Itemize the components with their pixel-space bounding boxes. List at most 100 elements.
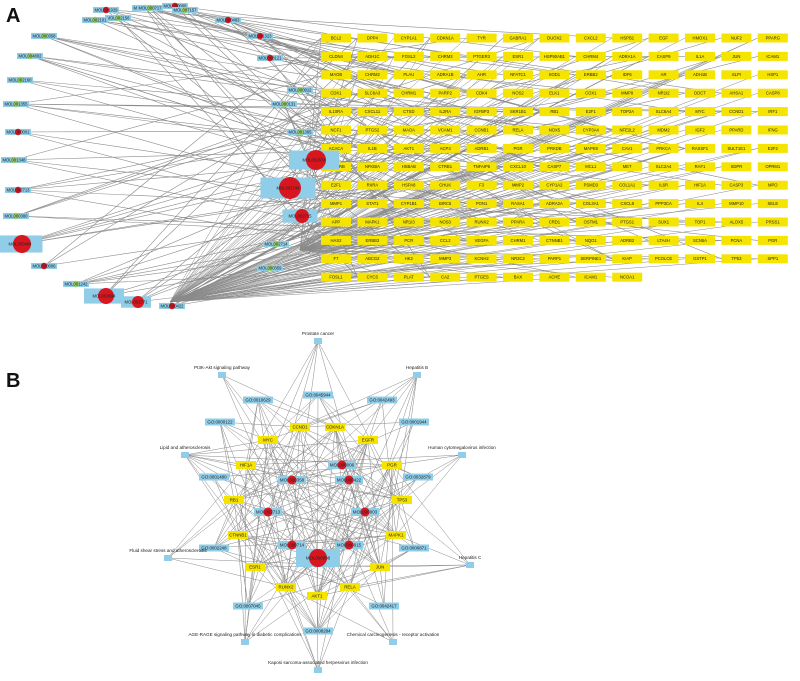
target-box: [430, 180, 461, 190]
target-node: PCNA: [721, 235, 752, 245]
target-label: RASSF1: [692, 146, 709, 151]
target-node: ADRB1: [466, 143, 497, 153]
molecule-node: MOL000131: [271, 100, 297, 108]
target-node: MMP1: [321, 199, 351, 209]
edge: [245, 464, 350, 546]
edge: [15, 74, 467, 217]
target-label: NR1I3: [403, 219, 416, 224]
molecule-label: MOL008121: [258, 55, 282, 60]
target-label: HMOX1: [693, 35, 709, 40]
pathway-label: AGE-RAGE signaling pathway in diabetic c…: [188, 632, 302, 637]
target-node: IL2RA: [430, 107, 461, 117]
target-box: [321, 199, 351, 209]
target-node: ADRB2: [612, 235, 643, 245]
gene-node: RELA: [340, 583, 360, 591]
edge: [174, 5, 576, 57]
go-term-node: GO:0001480: [199, 473, 229, 481]
target-node: PPARA: [503, 217, 533, 227]
gene-box: [340, 583, 360, 591]
target-node: IRF1: [757, 107, 788, 117]
target-label: ALOX5: [730, 219, 744, 224]
target-box: [612, 180, 643, 190]
gene-label: MYC: [263, 437, 273, 442]
target-box: [575, 199, 606, 209]
edge: [169, 221, 322, 303]
edge: [285, 586, 319, 671]
molecule-node: MOL002156: [105, 14, 131, 22]
target-node: RUNX2: [466, 217, 497, 227]
target-label: MCL1: [585, 164, 597, 169]
target-label: HK2: [405, 256, 414, 261]
target-node: CAV1: [612, 143, 643, 153]
hub-label: MOL000358: [280, 477, 305, 482]
target-node: ADRA1B: [430, 70, 461, 80]
target-box: [721, 143, 752, 153]
target-node: CA2: [430, 272, 461, 282]
target-label: LTA4H: [657, 238, 669, 243]
target-box: [721, 217, 752, 227]
target-label: JUN: [732, 54, 740, 59]
go-term-box: [233, 602, 263, 610]
edge: [291, 499, 403, 546]
molecule-label: MOL000008: [163, 3, 187, 8]
target-node: TP53: [721, 254, 752, 264]
hub-molecule-node: MOL000714: [278, 540, 306, 550]
molecule-dot: [279, 177, 301, 199]
gene-label: PGR: [387, 462, 397, 467]
target-node: CDKN1A: [430, 33, 461, 43]
target-node: CYP1B1: [393, 199, 424, 209]
target-label: RUNX2: [474, 219, 489, 224]
edge: [184, 439, 269, 456]
target-box: [575, 51, 606, 61]
gene-label: RB1: [230, 497, 239, 502]
pathway-node: Chemical carcinogenesis - receptor activ…: [347, 632, 440, 645]
target-node: OSTM1: [575, 217, 606, 227]
pathway-label: Kaposi sarcoma-associated herpesvirus in…: [268, 660, 368, 665]
target-label: PCNA: [731, 238, 743, 243]
target-node: NR1I2: [648, 88, 679, 98]
target-box: [393, 51, 424, 61]
edge: [169, 148, 322, 303]
edge: [291, 464, 393, 481]
target-node: NQO1: [575, 235, 606, 245]
target-box: [393, 33, 424, 43]
edge: [245, 340, 319, 466]
target-box: [685, 254, 715, 264]
target-node: TOP1: [685, 217, 715, 227]
molecule-node: MOL001744: [260, 177, 316, 199]
target-node: HSP90AB1: [539, 51, 570, 61]
molecule-dot: [296, 86, 304, 94]
molecule-node: MOL000493: [215, 16, 241, 24]
panel-a-label: A: [6, 5, 20, 27]
target-label: PPP3CA: [655, 201, 672, 206]
go-term-label: GO:0001944: [401, 419, 427, 424]
target-node: NOX5: [539, 125, 570, 135]
target-label: IGFBP3: [474, 109, 490, 114]
target-box: [612, 51, 643, 61]
target-label: TYR: [477, 35, 485, 40]
target-node: PGR: [757, 235, 788, 245]
target-node: PRKDB: [539, 143, 570, 153]
molecule-dot: [256, 32, 264, 40]
molecule-label: MOL000380: [4, 213, 28, 218]
pathway-label: PI3K-Akt signaling pathway: [194, 365, 251, 370]
target-node: PPARG: [757, 33, 788, 43]
target-label: BIRC5: [439, 201, 452, 206]
edge: [391, 464, 394, 643]
target-label: BCL2: [331, 35, 342, 40]
target-label: CHRM1: [401, 91, 417, 96]
target-box: [685, 180, 715, 190]
edge: [244, 464, 247, 643]
edge: [75, 221, 358, 285]
go-term-box: [303, 391, 333, 399]
molecule-dot: [14, 128, 22, 136]
target-node: ADRA2A: [539, 199, 570, 209]
target-box: [503, 125, 533, 135]
target-label: PPARA: [511, 219, 525, 224]
target-node: MMP9: [612, 88, 643, 98]
edge: [169, 184, 613, 303]
target-label: COL1A1: [619, 183, 636, 188]
hub-label: MOL000714: [280, 542, 305, 547]
target-label: CCL2: [440, 238, 451, 243]
molecule-label: MOL000131: [272, 101, 296, 106]
